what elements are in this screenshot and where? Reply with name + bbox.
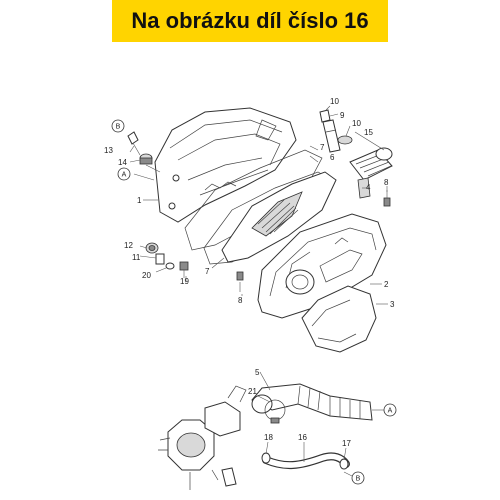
- part-9-hose: [322, 119, 341, 153]
- label-1: 1: [137, 196, 142, 205]
- part-19-bolt: [179, 261, 189, 278]
- label-16: 16: [298, 433, 307, 442]
- part-6-air-filter: [221, 171, 337, 263]
- part-2-case-body: [257, 213, 387, 319]
- part-12-grommet: [145, 242, 159, 254]
- label-7-lower: 7: [205, 267, 210, 276]
- part-14-grommet: [139, 153, 161, 173]
- ref-marker-b-top: B: [111, 119, 125, 133]
- label-21: 21: [248, 387, 257, 396]
- svg-text:B: B: [116, 124, 121, 131]
- label-19: 19: [180, 277, 189, 286]
- part-labels: 1 2 3 4 5 6 7 7 8 8 9 10 10 11 12 13 14 …: [104, 97, 395, 448]
- part-8-screw-left: [236, 271, 244, 292]
- leader-lines: [129, 105, 388, 477]
- label-10-top: 10: [330, 97, 339, 106]
- svg-text:A: A: [388, 408, 393, 415]
- banner-fill: [112, 0, 388, 42]
- part-8-screw-right: [383, 190, 391, 207]
- part-15-joint-duct: [349, 147, 393, 181]
- ref-marker-a-bottom: A: [383, 403, 397, 417]
- label-6: 6: [330, 153, 335, 162]
- label-14: 14: [118, 158, 127, 167]
- label-2: 2: [384, 280, 389, 289]
- svg-text:B: B: [356, 476, 361, 483]
- page-title: Na obrázku díl číslo 16: [131, 8, 369, 33]
- label-20: 20: [142, 271, 151, 280]
- part-10-clamp-upper: [319, 109, 331, 123]
- part-18-clip: [261, 452, 271, 464]
- part-10-clamp-lower: [337, 135, 353, 145]
- label-8-left: 8: [238, 296, 243, 305]
- label-3: 3: [390, 300, 395, 309]
- label-13: 13: [104, 146, 113, 155]
- part-1-case-cap: [154, 107, 297, 223]
- part-13-screw: [127, 131, 141, 156]
- ref-marker-a-top: A: [117, 167, 131, 181]
- label-5: 5: [255, 368, 260, 377]
- part-3-duct-cover: [301, 285, 377, 353]
- svg-text:A: A: [122, 172, 127, 179]
- part-21-clamp: [264, 399, 286, 424]
- label-8-right: 8: [384, 178, 389, 187]
- label-12: 12: [124, 241, 133, 250]
- part-11-collar: [155, 253, 165, 265]
- label-4: 4: [366, 183, 371, 192]
- label-7-upper: 7: [320, 143, 325, 152]
- label-17: 17: [342, 439, 351, 448]
- label-9: 9: [340, 111, 345, 120]
- part-5-joint-tube: [251, 383, 373, 421]
- label-15: 15: [364, 128, 373, 137]
- carburetor-assembly: [158, 385, 247, 490]
- part-16-hose: [262, 452, 350, 469]
- ref-marker-b-bottom: B: [351, 471, 365, 485]
- label-18: 18: [264, 433, 273, 442]
- label-11: 11: [132, 253, 141, 262]
- part-20-washer: [165, 262, 175, 270]
- part-17-clip: [339, 458, 349, 470]
- header-banner: Na obrázku díl číslo 16: [112, 0, 388, 42]
- label-10-right: 10: [352, 119, 361, 128]
